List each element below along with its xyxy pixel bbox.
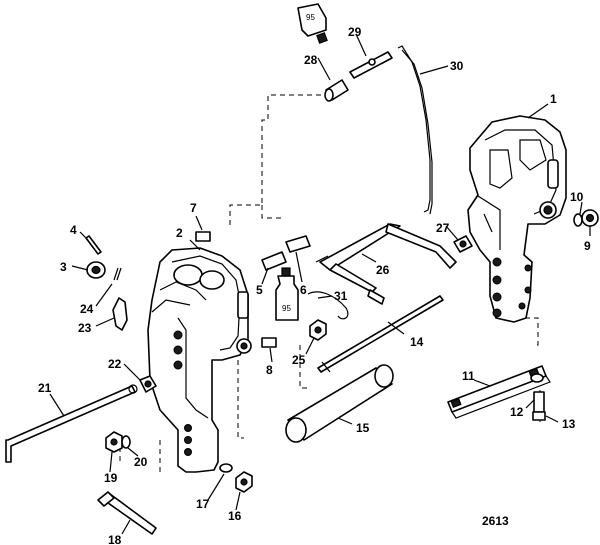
washer-12 [530, 373, 544, 383]
nut-16 [235, 471, 253, 493]
callout-2: 2 [176, 226, 183, 240]
callout-26: 26 [376, 263, 390, 277]
callout-1: 1 [550, 92, 557, 106]
callout-23: 23 [78, 321, 92, 335]
callout-labels: 1 2 3 4 5 6 7 8 9 10 11 12 13 14 15 16 1… [38, 25, 591, 545]
callout-7: 7 [190, 201, 197, 215]
knob [86, 261, 106, 279]
grease-tube-95-lower: 95 [275, 267, 299, 321]
callout-6: 6 [300, 283, 307, 297]
callout-31: 31 [334, 289, 348, 303]
callout-14: 14 [410, 335, 424, 349]
l-rod [5, 384, 138, 463]
bolt-13 [532, 391, 546, 421]
nut-19 [105, 431, 123, 453]
washer-17 [219, 463, 233, 473]
washer-20 [121, 435, 131, 449]
block-8 [261, 337, 277, 348]
callout-25: 25 [292, 353, 306, 367]
sleeve-28 [324, 79, 349, 102]
callout-30: 30 [450, 59, 464, 73]
callout-22: 22 [108, 357, 122, 371]
callout-27: 27 [436, 221, 450, 235]
callout-29: 29 [348, 25, 362, 39]
callout-21: 21 [38, 381, 52, 395]
callout-24: 24 [80, 302, 94, 316]
callout-8: 8 [266, 363, 273, 377]
bushings [261, 235, 311, 271]
bolt-18 [97, 491, 157, 535]
callout-19: 19 [104, 471, 118, 485]
small-pin [113, 267, 122, 281]
tube-15 [285, 364, 394, 443]
callout-11: 11 [462, 369, 475, 383]
callout-18: 18 [108, 533, 122, 545]
bushing-22 [139, 375, 157, 393]
nut-25 [309, 319, 327, 341]
fitting-27 [453, 235, 473, 253]
callout-12: 12 [510, 405, 524, 419]
callout-9: 9 [584, 239, 591, 253]
leader-lines [49, 33, 591, 535]
figure-number: 2613 [482, 514, 509, 528]
callout-20: 20 [134, 455, 148, 469]
callout-3: 3 [60, 260, 67, 274]
tilt-tube-rod [317, 295, 444, 373]
nut-9 [581, 209, 599, 227]
transom-bracket-right [467, 115, 567, 323]
callout-4: 4 [70, 223, 77, 237]
tube-label-lower: 95 [282, 304, 291, 313]
tube-label-upper: 95 [306, 13, 315, 22]
support-bar [447, 365, 551, 419]
transom-bracket-left [147, 247, 252, 473]
clip-31 [307, 291, 349, 320]
grease-tube-95-upper: 95 [297, 3, 328, 44]
callout-17: 17 [196, 497, 210, 511]
washer-10 [573, 213, 583, 227]
callout-5: 5 [256, 283, 263, 297]
callout-13: 13 [562, 417, 576, 431]
cable-30 [397, 45, 433, 215]
tilt-frame [315, 223, 457, 305]
callout-10: 10 [570, 190, 584, 204]
pin [85, 235, 102, 255]
tilt-lever [112, 297, 128, 331]
callout-16: 16 [228, 509, 242, 523]
callout-28: 28 [304, 53, 318, 67]
callout-15: 15 [356, 421, 370, 435]
pin-29 [349, 51, 393, 79]
block-7 [195, 231, 211, 242]
